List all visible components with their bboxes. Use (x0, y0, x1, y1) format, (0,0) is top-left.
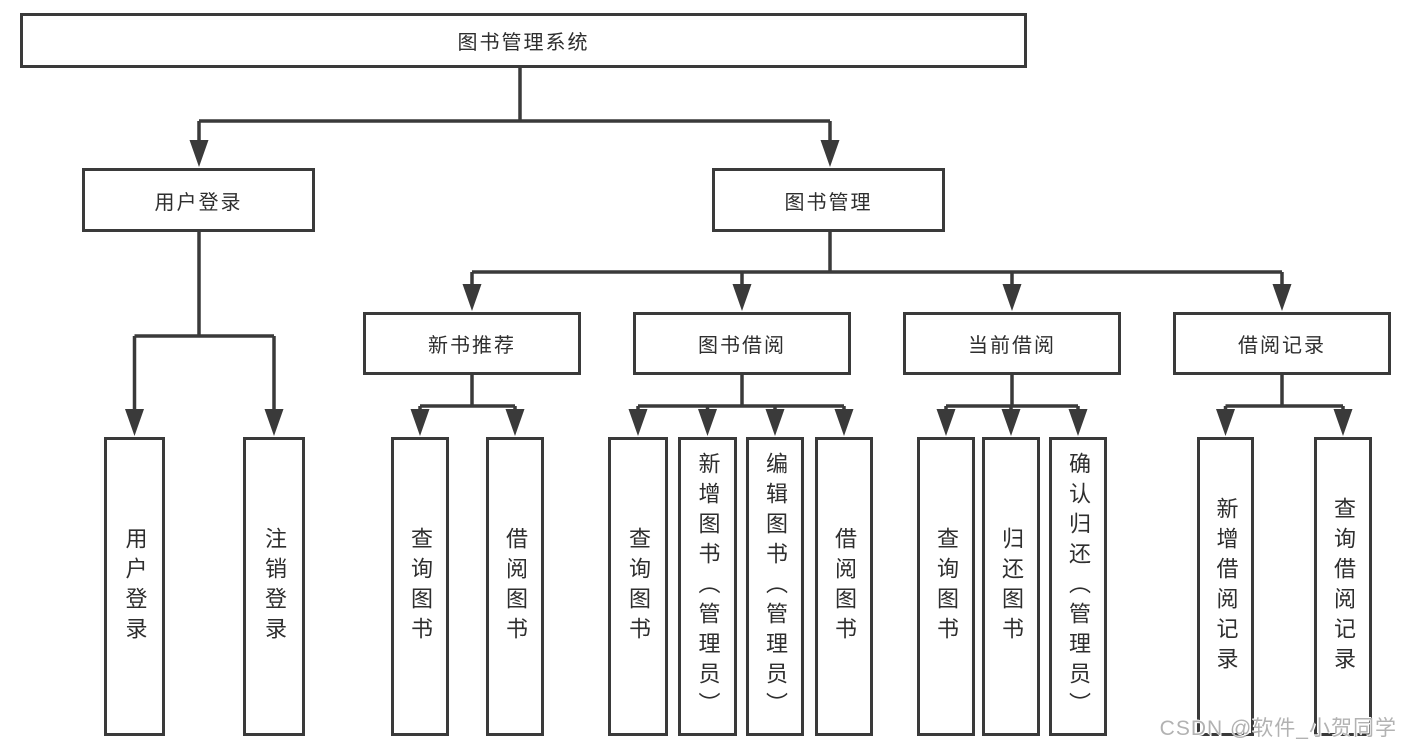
arrowheads (125, 140, 1353, 436)
connector-paths (132, 68, 1345, 411)
node-user-login-branch: 用户登录 (82, 168, 315, 232)
node-label: 注销登录 (262, 526, 287, 647)
node-label: 确认归还（管理员） (1066, 451, 1091, 722)
leaf-query-borrow-record: 查询借阅记录 (1314, 437, 1372, 736)
node-label: 新增借阅记录 (1213, 496, 1239, 677)
node-label: 用户登录 (154, 191, 243, 214)
leaf-logout: 注销登录 (243, 437, 305, 736)
leaf-query-books-recommend: 查询图书 (391, 437, 449, 736)
node-borrowing-records: 借阅记录 (1173, 312, 1391, 375)
node-label: 借阅图书 (832, 526, 857, 647)
node-library-management-system: 图书管理系统 (20, 13, 1027, 68)
node-label: 用户登录 (122, 526, 148, 647)
leaf-edit-books-admin: 编辑图书（管理员） (746, 437, 804, 736)
node-label: 查询图书 (408, 526, 433, 647)
node-label: 查询图书 (934, 526, 959, 647)
node-book-management-branch: 图书管理 (712, 168, 945, 232)
node-book-borrowing: 图书借阅 (633, 312, 851, 375)
leaf-add-borrow-record: 新增借阅记录 (1197, 437, 1254, 736)
node-label: 编辑图书（管理员） (763, 451, 788, 722)
node-label: 归还图书 (999, 526, 1024, 647)
node-label: 图书管理 (784, 191, 873, 214)
node-label: 图书管理系统 (457, 32, 590, 54)
node-label: 新书推荐 (428, 335, 516, 357)
leaf-user-login: 用户登录 (104, 437, 165, 736)
csdn-watermark: CSDN @软件_小贺同学 (1159, 717, 1397, 740)
leaf-borrow-books-recommend: 借阅图书 (486, 437, 544, 736)
node-label: 当前借阅 (968, 335, 1056, 357)
node-label: 查询图书 (626, 526, 651, 647)
node-label: 借阅图书 (503, 526, 528, 647)
leaf-query-books-current: 查询图书 (917, 437, 975, 736)
leaf-confirm-return-admin: 确认归还（管理员） (1049, 437, 1107, 736)
node-label: 图书借阅 (698, 335, 786, 357)
leaf-return-books: 归还图书 (982, 437, 1040, 736)
node-new-book-recommendation: 新书推荐 (363, 312, 581, 375)
leaf-borrow-books-borrowing: 借阅图书 (815, 437, 873, 736)
leaf-add-books-admin: 新增图书（管理员） (678, 437, 737, 736)
node-current-borrowing: 当前借阅 (903, 312, 1121, 375)
node-label: 新增图书（管理员） (695, 451, 721, 722)
node-label: 查询借阅记录 (1331, 496, 1356, 677)
leaf-query-books-borrowing: 查询图书 (608, 437, 668, 736)
node-label: 借阅记录 (1238, 335, 1326, 357)
